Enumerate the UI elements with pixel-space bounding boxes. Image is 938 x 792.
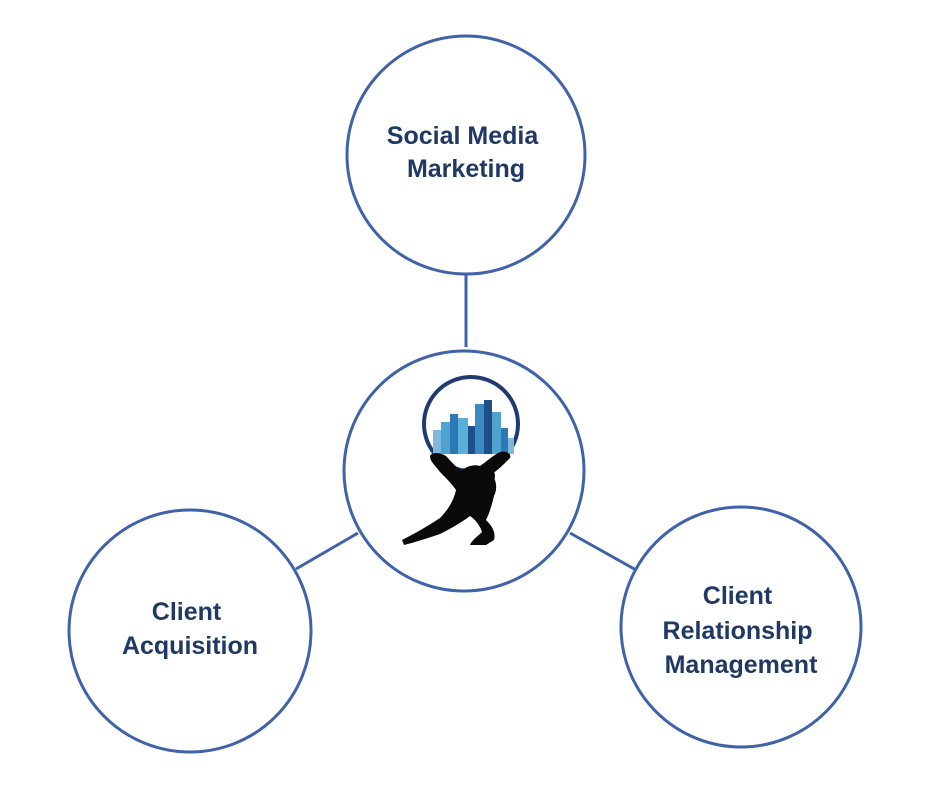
atlas-logo — [402, 375, 520, 545]
node-label-line: Client — [703, 582, 773, 610]
atlas-head — [477, 467, 495, 485]
node-label-line: Acquisition — [122, 632, 258, 660]
svg-text:Client Relationship: Client Relationship Management — [663, 582, 820, 679]
connector-center-right — [569, 531, 637, 572]
node-label-line: Management — [665, 651, 818, 679]
node-label-line: Marketing — [407, 155, 525, 183]
node-client-relationship-management: Client Relationship Management — [619, 505, 863, 749]
node-center-logo — [342, 349, 586, 593]
node-client-acquisition: Client Acquisition — [67, 508, 313, 754]
node-circle — [619, 505, 863, 749]
node-social-media-marketing: Social Media Marketing — [345, 34, 587, 276]
node-label-line: Client — [152, 598, 222, 626]
city-skyline-icon — [433, 400, 514, 454]
node-circle — [67, 508, 313, 754]
node-label-line: Social Media — [387, 122, 540, 150]
connector-center-left — [295, 531, 359, 571]
node-circle — [345, 34, 587, 276]
svg-text:Client Acquisition: Client Acquisition — [122, 598, 258, 660]
svg-text:Social Media Marketing: Social Media Marketing — [387, 122, 545, 183]
node-label-line: Relationship — [663, 617, 813, 645]
